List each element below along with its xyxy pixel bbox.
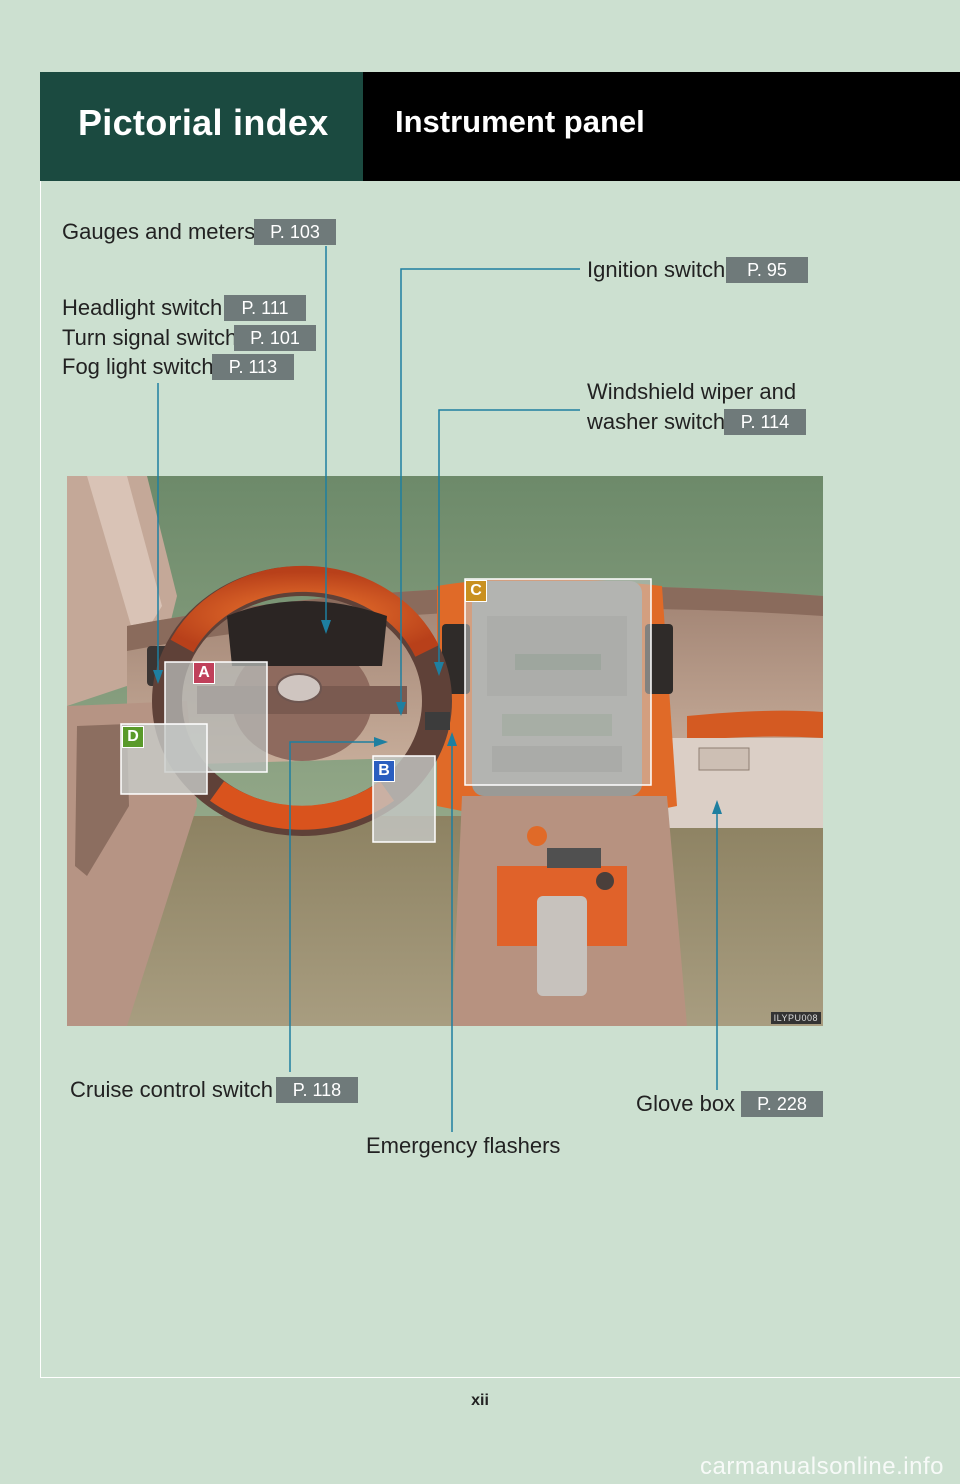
turn-signal-label: Turn signal switch — [62, 325, 238, 350]
emergency-flashers-label: Emergency flashers — [366, 1133, 561, 1158]
watermark: carmanualsonline.info — [700, 1453, 944, 1480]
glove-box-label: Glove box — [636, 1091, 736, 1116]
wiper-page-ref[interactable]: P. 114 — [724, 409, 806, 435]
glove-box-page-ref[interactable]: P. 228 — [741, 1091, 823, 1117]
dashboard-illustration: A B C D ILYPU008 — [67, 476, 823, 1026]
headlight-label: Headlight switch — [62, 295, 223, 320]
title-bar: Instrument panel — [363, 72, 960, 181]
cruise-page-ref[interactable]: P. 118 — [276, 1077, 358, 1103]
marker-c: C — [465, 580, 487, 602]
wiper-label-line2: washer switch — [587, 409, 726, 434]
marker-a: A — [193, 662, 215, 684]
section-title: Pictorial index — [78, 102, 329, 143]
gauges-page-ref[interactable]: P. 103 — [254, 219, 336, 245]
page-title: Instrument panel — [395, 104, 645, 139]
headlight-page-ref[interactable]: P. 111 — [224, 295, 306, 321]
fog-light-page-ref[interactable]: P. 113 — [212, 354, 294, 380]
fog-light-label: Fog light switch — [62, 354, 214, 379]
gauges-label: Gauges and meters — [62, 219, 256, 244]
cruise-label: Cruise control switch — [70, 1077, 273, 1102]
turn-signal-page-ref[interactable]: P. 101 — [234, 325, 316, 351]
section-tab: Pictorial index — [40, 72, 363, 181]
dashboard-drawing — [67, 476, 823, 1026]
wiper-label-line1: Windshield wiper and — [587, 379, 797, 404]
page-frame — [40, 72, 960, 1378]
image-code: ILYPU008 — [770, 1012, 821, 1024]
ignition-page-ref[interactable]: P. 95 — [726, 257, 808, 283]
page-number: xii — [471, 1392, 489, 1409]
ignition-label: Ignition switch — [587, 257, 726, 282]
marker-d: D — [122, 726, 144, 748]
marker-b: B — [373, 760, 395, 782]
